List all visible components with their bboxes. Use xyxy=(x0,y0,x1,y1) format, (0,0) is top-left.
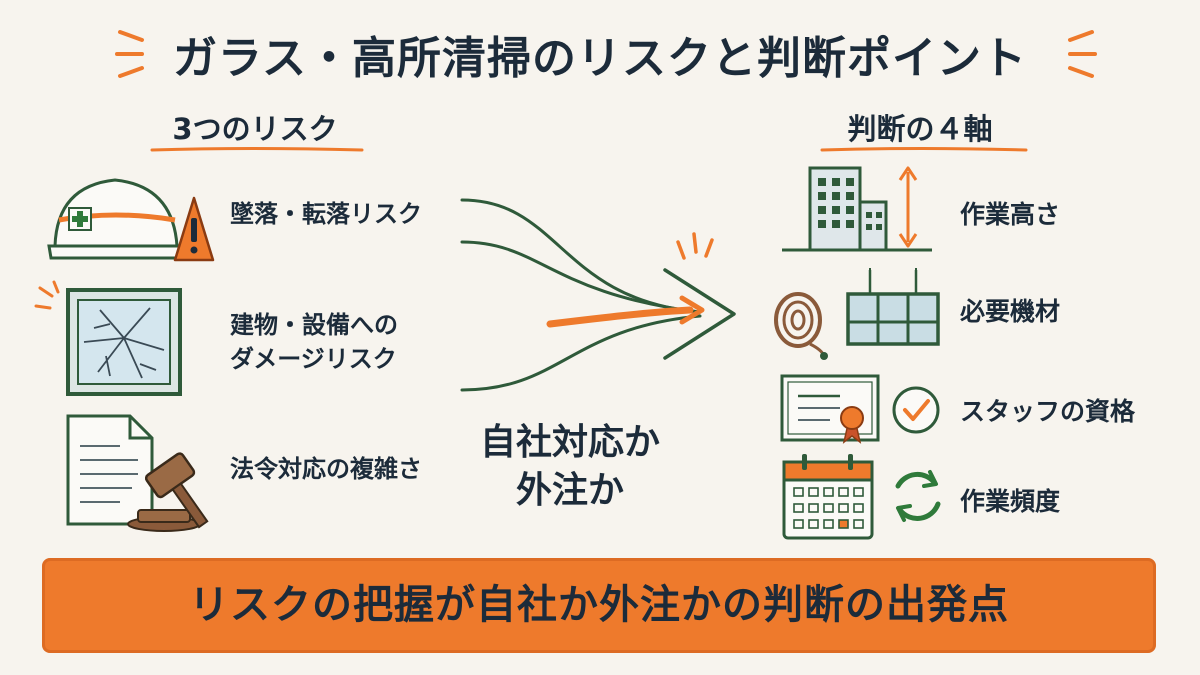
converging-arrow xyxy=(460,198,736,392)
conclusion-banner: リスクの把握が自社か外注かの判断の出発点 xyxy=(42,558,1156,653)
axes-heading: 判断の４軸 xyxy=(847,112,993,146)
rope-gondola-icon xyxy=(774,268,940,360)
axis-equipment-label: 必要機材 xyxy=(960,297,1061,326)
building-height-icon xyxy=(782,166,932,252)
risk-damage-label-1: 建物・設備への xyxy=(230,311,398,339)
risk-damage-label-2: ダメージリスク xyxy=(230,345,397,373)
risks-heading: 3つのリスク xyxy=(172,112,338,146)
axes-heading-underline xyxy=(820,147,1028,152)
certificate-check-icon xyxy=(780,374,940,444)
risk-law-label: 法令対応の複雑さ xyxy=(230,455,422,483)
title-sparks-right xyxy=(1068,30,1097,78)
axis-height-label: 作業高さ xyxy=(960,200,1061,229)
risk-fall-label: 墜落・転落リスク xyxy=(230,200,422,228)
calendar-cycle-icon xyxy=(782,454,941,540)
conclusion-text: リスクの把握が自社か外注かの判断の出発点 xyxy=(189,582,1009,628)
axis-frequency-label: 作業頻度 xyxy=(960,487,1061,516)
cracked-glass-icon xyxy=(34,280,182,396)
center-question-line2: 外注か xyxy=(515,470,624,511)
helmet-warning-icon xyxy=(47,178,215,262)
page-title: ガラス・高所清掃のリスクと判断ポイント xyxy=(172,33,1028,84)
document-gavel-icon xyxy=(66,414,209,532)
axis-qualification-label: スタッフの資格 xyxy=(960,397,1136,426)
center-question-line1: 自社対応か xyxy=(479,422,660,463)
title-sparks-left xyxy=(115,30,144,78)
risks-heading-underline xyxy=(150,147,364,152)
